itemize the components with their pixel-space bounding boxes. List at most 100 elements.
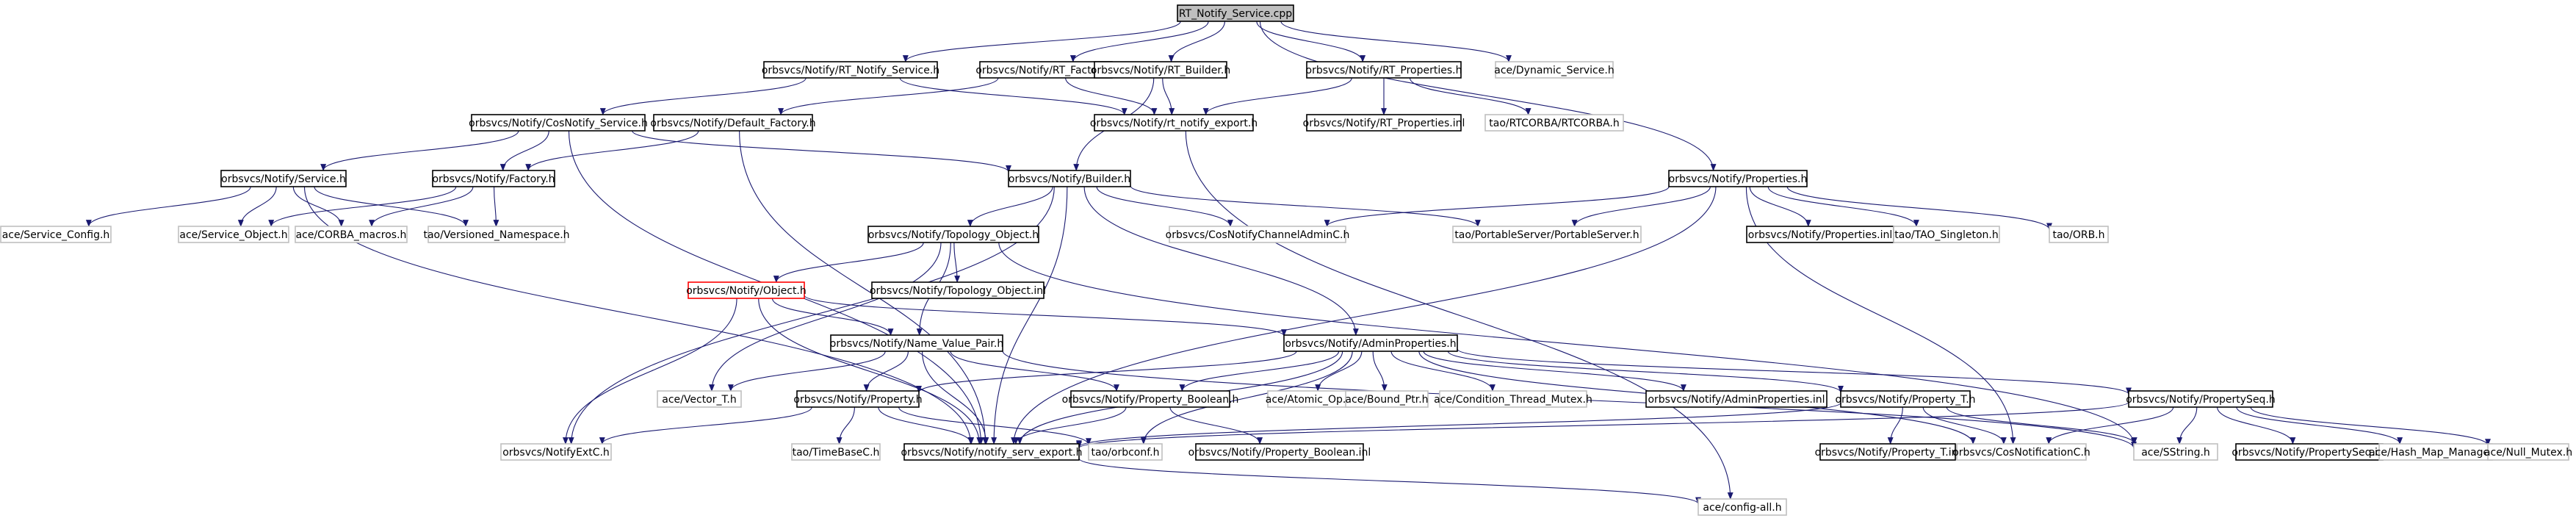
node-builder[interactable]: orbsvcs/Notify/Builder.h (1008, 170, 1131, 187)
edge-object-to-nvp (771, 298, 894, 336)
node-label-condmutex: ace/Condition_Thread_Mutex.h (1434, 394, 1592, 406)
node-label-adminpropsinl: orbsvcs/Notify/AdminProperties.inl (1648, 394, 1825, 406)
edge-props-to-poa (1571, 186, 1711, 227)
node-box-topoinl (871, 281, 1045, 299)
node-rtexp[interactable]: orbsvcs/Notify/rt_notify_export.h (1090, 114, 1258, 132)
edge-property-to-servexp (878, 406, 975, 445)
node-label-root: RT_Notify_Service.cpp (1179, 8, 1292, 20)
edge-root-to-rtfac (1069, 21, 1209, 62)
node-box-root (1177, 4, 1294, 22)
edge-propt-to-servexp (1076, 402, 1841, 448)
edge-object-to-adminprops (804, 295, 1287, 337)
edge-adminprops-to-atomic (1315, 351, 1363, 392)
node-props[interactable]: orbsvcs/Notify/Properties.h (1668, 170, 1808, 187)
node-label-boundptr: ace/Bound_Ptr.h (1345, 394, 1428, 406)
node-cosns[interactable]: orbsvcs/Notify/CosNotify_Service.h (469, 114, 648, 132)
node-box-topo (867, 226, 1039, 243)
node-box-service (220, 170, 347, 187)
node-propsinl[interactable]: orbsvcs/Notify/Properties.inl (1746, 226, 1894, 243)
node-object[interactable]: orbsvcs/Notify/Object.h (686, 281, 807, 299)
node-label-servexp: orbsvcs/Notify/notify_serv_export.h (901, 447, 1082, 459)
edge-property-to-timebase (836, 406, 855, 445)
node-propboolinl[interactable]: orbsvcs/Notify/Property_Boolean.inl (1188, 443, 1371, 461)
edge-cosns-to-factory (499, 130, 549, 171)
node-box-propseq (2128, 390, 2273, 408)
edge-service-to-svcobj (237, 186, 277, 227)
edge-nvp-to-servexp (922, 351, 989, 445)
edge-object-to-notifyext (563, 298, 737, 445)
edge-service-to-svcconf (85, 186, 251, 227)
node-box-propboolinl (1195, 443, 1364, 461)
node-box-property (796, 390, 920, 408)
node-hashmap: ace/Hash_Map_Manager.h (2369, 443, 2503, 461)
node-proptinl[interactable]: orbsvcs/Notify/Property_T.inl (1815, 443, 1961, 461)
node-label-cosns: orbsvcs/Notify/CosNotify_Service.h (469, 118, 648, 129)
node-taosing: tao/TAO_Singleton.h (1893, 226, 2000, 243)
node-box-orb (2049, 226, 2109, 243)
edge-root-to-rtbld (1168, 21, 1225, 62)
node-deffac[interactable]: orbsvcs/Notify/Default_Factory.h (650, 114, 816, 132)
node-vns: tao/Versioned_Namespace.h (423, 226, 570, 243)
node-label-propboolinl: orbsvcs/Notify/Property_Boolean.inl (1188, 447, 1371, 459)
node-propt[interactable]: orbsvcs/Notify/Property_T.h (1835, 390, 1976, 408)
node-nvp[interactable]: orbsvcs/Notify/Name_Value_Pair.h (830, 334, 1003, 352)
node-label-property: orbsvcs/Notify/Property.h (793, 394, 922, 406)
node-label-svcobj: ace/Service_Object.h (179, 229, 287, 241)
node-propbool[interactable]: orbsvcs/Notify/Property_Boolean.h (1062, 390, 1239, 408)
node-boundptr: ace/Bound_Ptr.h (1345, 390, 1429, 408)
node-rtbld[interactable]: orbsvcs/Notify/RT_Builder.h (1091, 61, 1230, 79)
node-poa: tao/PortableServer/PortableServer.h (1452, 226, 1642, 243)
node-label-nullmutex: ace/Null_Mutex.h (2484, 447, 2572, 459)
node-label-vectort: ace/Vector_T.h (662, 394, 736, 406)
node-box-adminprops (1283, 334, 1458, 352)
node-label-svcconf: ace/Service_Config.h (2, 229, 110, 241)
node-label-notifyext: orbsvcs/NotifyExtC.h (502, 447, 610, 459)
node-rtprop[interactable]: orbsvcs/Notify/RT_Properties.h (1306, 61, 1462, 79)
edge-root-to-dynsvc (1280, 21, 1512, 62)
node-box-coschan (1169, 226, 1346, 243)
edge-nvp-to-vectort (727, 351, 886, 392)
node-svcconf: ace/Service_Config.h (0, 226, 112, 243)
node-propseq[interactable]: orbsvcs/Notify/PropertySeq.h (2126, 390, 2276, 408)
node-propseqinl[interactable]: orbsvcs/Notify/PropertySeq.inl (2232, 443, 2387, 461)
node-box-props (1668, 170, 1808, 187)
edge-rtprop-to-rtexp (1202, 77, 1352, 115)
edge-rtns-to-rtexp (899, 77, 1128, 115)
edge-propt-to-cosnotifc (1922, 406, 2007, 445)
edge-adminprops-to-propbool (1179, 351, 1340, 392)
edge-builder-to-poa (1130, 185, 1481, 227)
node-label-coschan: orbsvcs/CosNotifyChannelAdminC.h (1166, 229, 1350, 241)
node-adminprops[interactable]: orbsvcs/Notify/AdminProperties.h (1283, 334, 1458, 352)
node-box-object (688, 281, 805, 299)
edge-cosns-to-service (320, 130, 519, 171)
node-rtfac[interactable]: orbsvcs/Notify/RT_Factory.h (975, 61, 1116, 79)
node-box-proptinl (1819, 443, 1956, 461)
edge-nvp-to-property (863, 351, 909, 392)
node-property[interactable]: orbsvcs/Notify/Property.h (793, 390, 923, 408)
edge-propseq-to-sstring (2176, 406, 2198, 445)
node-rtns[interactable]: orbsvcs/Notify/RT_Notify_Service.h (762, 61, 939, 79)
edge-adminprops-to-adminpropsinl (1423, 351, 1686, 392)
node-label-rtcorba: tao/RTCORBA/RTCORBA.h (1489, 118, 1619, 129)
node-factory[interactable]: orbsvcs/Notify/Factory.h (432, 170, 555, 187)
node-label-dynsvc: ace/Dynamic_Service.h (1494, 65, 1614, 76)
node-timebase: tao/TimeBaseC.h (791, 443, 881, 461)
node-label-orb: tao/ORB.h (2052, 229, 2104, 241)
node-rtpropinl[interactable]: orbsvcs/Notify/RT_Properties.inl (1303, 114, 1465, 132)
node-box-poa (1452, 226, 1642, 243)
node-servexp[interactable]: orbsvcs/Notify/notify_serv_export.h (901, 443, 1083, 461)
node-box-notifyext (500, 443, 612, 461)
node-label-service: orbsvcs/Notify/Service.h (221, 173, 346, 185)
edge-factory-to-svcobj (268, 186, 457, 227)
edge-adminprops-to-propseq (1457, 348, 2132, 395)
node-label-propbool: orbsvcs/Notify/Property_Boolean.h (1062, 394, 1239, 406)
node-topo[interactable]: orbsvcs/Notify/Topology_Object.h (867, 226, 1039, 243)
node-label-corbamac: ace/CORBA_macros.h (296, 229, 407, 241)
edge-builder-to-topo (967, 186, 1053, 227)
node-topoinl[interactable]: orbsvcs/Notify/Topology_Object.inl (870, 281, 1046, 299)
node-adminpropsinl[interactable]: orbsvcs/Notify/AdminProperties.inl (1645, 390, 1828, 408)
node-root[interactable]: RT_Notify_Service.cpp (1177, 4, 1294, 22)
node-box-rtprop (1306, 61, 1462, 79)
node-service[interactable]: orbsvcs/Notify/Service.h (220, 170, 347, 187)
node-box-configall (1698, 498, 1787, 516)
